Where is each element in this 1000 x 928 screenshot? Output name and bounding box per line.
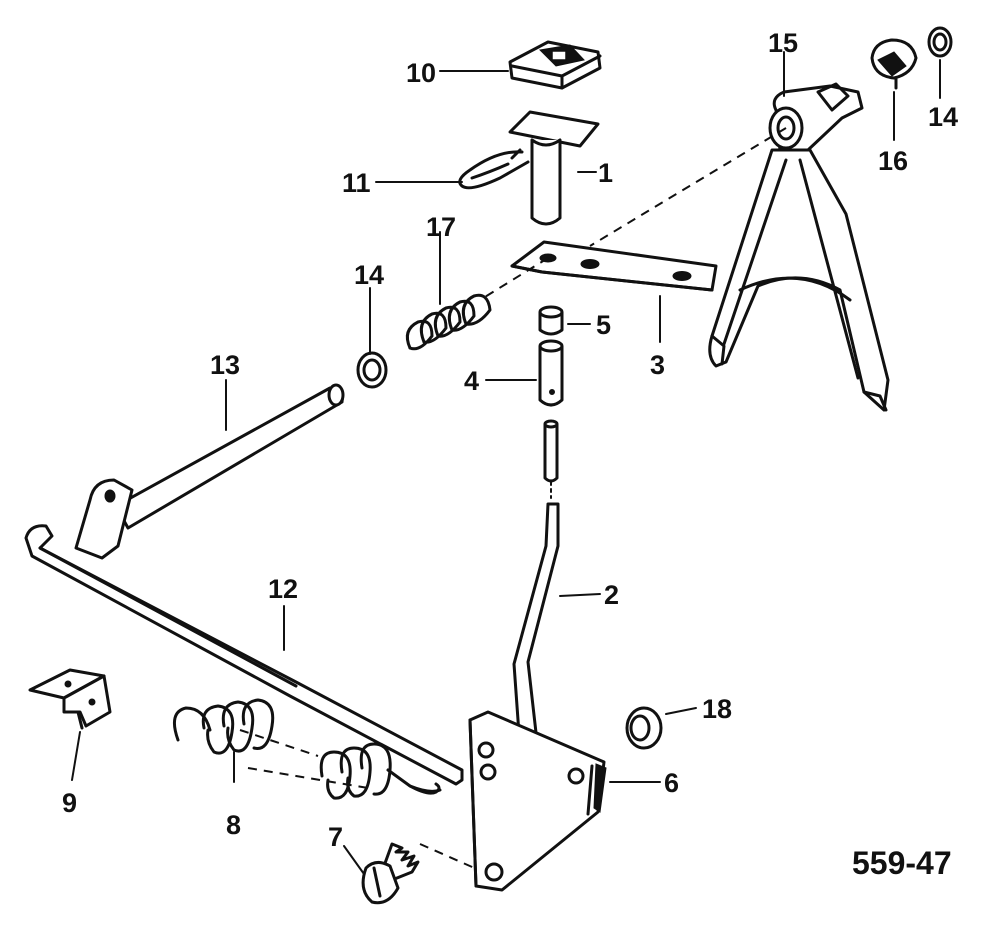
part-14-washer-top [927,26,953,58]
part-4-sleeve [538,339,564,407]
part-6-support-plate [468,710,607,892]
figure-number: 559-47 [852,845,952,881]
callout-4: 4 [464,366,479,396]
callout-17: 17 [426,212,456,242]
leader-lines [71,51,941,875]
part-13-shaft [74,383,345,560]
callout-1: 1 [598,158,613,188]
callout-8: 8 [226,810,241,840]
callout-13: 13 [210,350,240,380]
part-3-link-plate [510,240,718,292]
part-15-shift-fork [708,82,890,412]
callout-15: 15 [768,28,798,58]
callout-11: 11 [342,168,371,198]
part-8-springs [172,698,442,800]
callout-7: 7 [328,822,343,852]
callout-9: 9 [62,788,77,818]
part-7-bolt [361,842,420,905]
callout-14-mid: 14 [354,260,384,290]
part-18-washer [625,706,663,750]
part-10-pad [508,40,602,90]
part-17-spring [405,293,492,351]
part-5-bushing [538,305,564,336]
callout-18: 18 [702,694,732,724]
callouts: 10 1 11 17 14 13 5 3 4 15 16 14 2 12 18 … [62,28,958,881]
callout-5: 5 [596,310,611,340]
callout-10: 10 [406,58,436,88]
part-1-pedal-pin [508,110,600,226]
callout-2: 2 [604,580,619,610]
callout-14-top: 14 [928,102,958,132]
callout-3: 3 [650,350,665,380]
callout-16: 16 [878,146,908,176]
part-16-detent-clip [870,38,918,90]
callout-12: 12 [268,574,298,604]
part-14-washer-mid [356,351,388,389]
callout-6: 6 [664,768,679,798]
part-12-rod [24,524,464,786]
part-11-hairpin-clip [458,148,530,190]
part-9-bracket [28,668,112,730]
